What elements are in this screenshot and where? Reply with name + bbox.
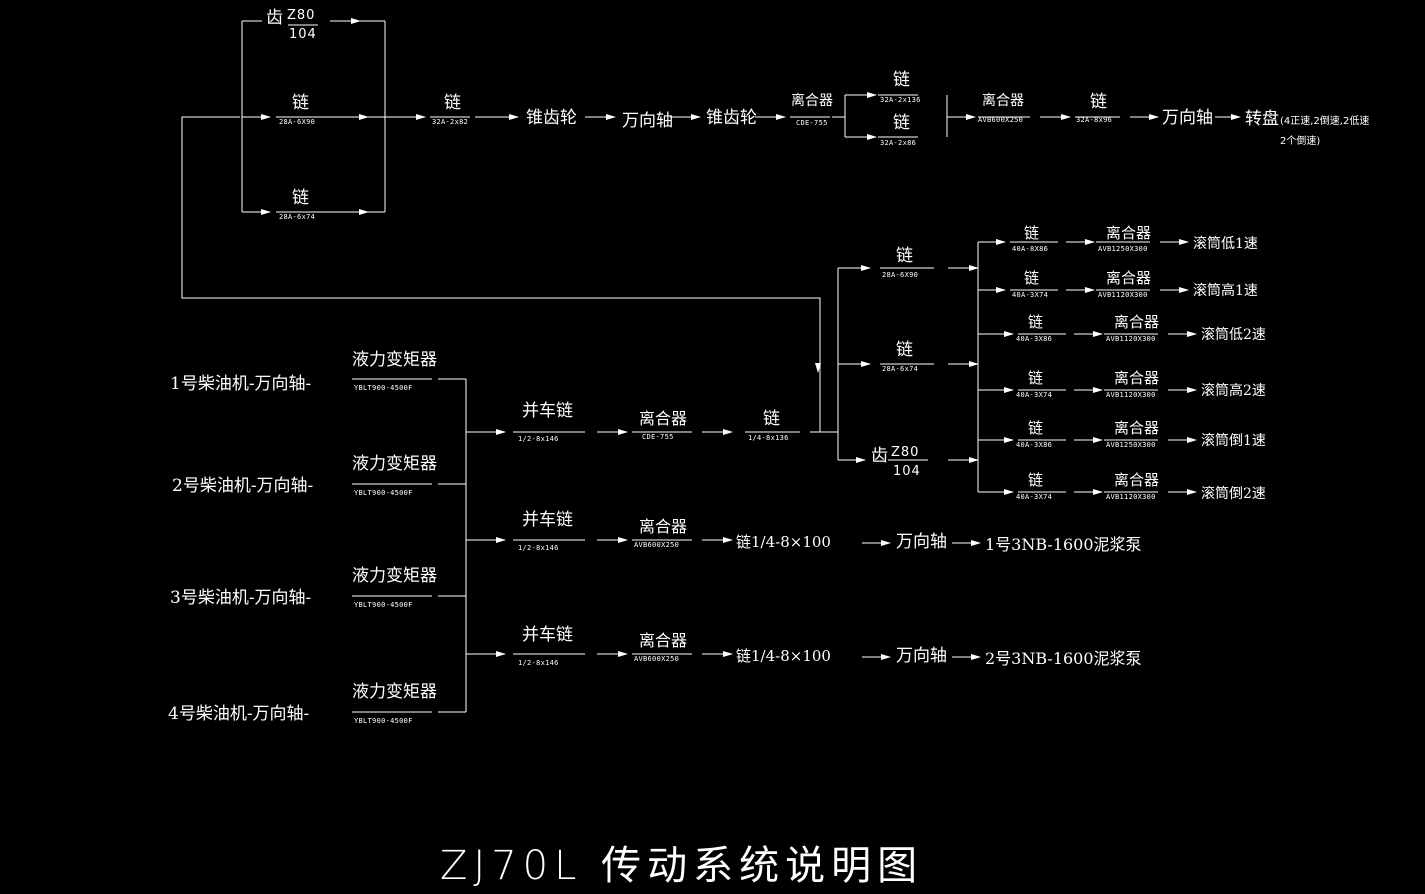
clutch-spec: AVB600X250 — [978, 116, 1024, 124]
clutch-label: 离合器 — [1114, 419, 1160, 437]
rotary-table-note: 2个倒速) — [1280, 136, 1321, 147]
chain-spec: 40A-3X86 — [1016, 335, 1053, 343]
drum-speed-label: 滚筒高2速 — [1201, 383, 1266, 399]
chain-spec: 28A-6x74 — [279, 213, 316, 221]
drum-speed-label: 滚筒低1速 — [1193, 236, 1258, 252]
chain-label: 链 — [893, 113, 910, 133]
chain-label: 链1/4-8×100 — [736, 647, 831, 665]
chain-label: 链 — [896, 246, 913, 266]
gear-numerator: Z80 — [287, 8, 316, 23]
chain-label: 链 — [1028, 369, 1044, 387]
drum-speed-label: 滚筒低2速 — [1201, 327, 1266, 343]
chain-label: 链 — [1024, 269, 1040, 287]
torque-converter-label: 液力变矩器 — [352, 454, 437, 474]
clutch-spec: AVB1120X300 — [1098, 291, 1148, 299]
clutch-label: 离合器 — [639, 409, 688, 428]
gear-label: 齿 — [266, 8, 283, 28]
chain-spec: 1/4-8x136 — [748, 434, 789, 442]
chain-spec: 40A-3X74 — [1016, 391, 1053, 399]
engine-4-label: 4号柴油机-万向轴- — [168, 704, 310, 724]
gear-denominator: 104 — [893, 464, 921, 479]
compound-chain-label: 并车链 — [522, 510, 573, 530]
gear-numerator: Z80 — [891, 445, 920, 460]
chain-label: 链 — [893, 70, 910, 90]
clutch-label: 离合器 — [791, 93, 833, 109]
compound-chain-label: 并车链 — [522, 625, 573, 645]
torque-converter-label: 液力变矩器 — [352, 350, 437, 370]
compound-chain-spec: 1/2-8x146 — [518, 544, 559, 552]
chain-label: 链 — [763, 409, 780, 429]
bevel-gear-label: 锥齿轮 — [526, 108, 577, 128]
bevel-gear-label: 锥齿轮 — [706, 108, 757, 128]
clutch-spec: CDE-755 — [796, 119, 828, 127]
rotary-table-note: (4正速,2倒速,2低速 — [1280, 116, 1370, 127]
chain-spec: 40A-3X86 — [1016, 441, 1053, 449]
torque-converter-spec: YBLT900-4500F — [354, 489, 413, 497]
drum-speed-label: 滚筒倒2速 — [1201, 486, 1266, 502]
chain-spec: 40A-3X74 — [1016, 493, 1053, 501]
drum-speed-label: 滚筒倒1速 — [1201, 433, 1266, 449]
chain-label: 链 — [444, 93, 461, 113]
clutch-label: 离合器 — [639, 517, 688, 536]
universal-shaft-label: 万向轴 — [896, 646, 947, 666]
torque-converter-spec: YBLT900-4500F — [354, 601, 413, 609]
chain-label: 链 — [1028, 313, 1044, 331]
torque-converter-label: 液力变矩器 — [352, 566, 437, 586]
chain-spec: 32A-8x96 — [1076, 116, 1113, 124]
universal-shaft-label: 万向轴 — [622, 111, 673, 131]
universal-shaft-label: 万向轴 — [896, 532, 947, 552]
chain-label: 链 — [292, 93, 309, 113]
diagram-title: ZJ70L 传动系统说明图 — [440, 843, 924, 889]
drum-speed-label: 滚筒高1速 — [1193, 283, 1258, 299]
torque-converter-label: 液力变矩器 — [352, 682, 437, 702]
torque-converter-spec: YBLT900-4500F — [354, 717, 413, 725]
clutch-label: 离合器 — [1114, 471, 1160, 489]
clutch-spec: AVB1250X300 — [1106, 441, 1156, 449]
chain-label: 链 — [1090, 92, 1107, 112]
chain-label: 链1/4-8×100 — [736, 533, 831, 551]
universal-shaft-label: 万向轴 — [1162, 108, 1213, 128]
chain-label: 链 — [1024, 224, 1040, 242]
clutch-label: 离合器 — [639, 631, 688, 650]
chain-label: 链 — [292, 188, 309, 208]
chain-spec: 40A-3X74 — [1012, 291, 1049, 299]
compound-chain-spec: 1/2-8x146 — [518, 435, 559, 443]
clutch-spec: AVB600X250 — [634, 541, 680, 549]
feed-line — [181, 116, 821, 432]
clutch-label: 离合器 — [1106, 269, 1152, 287]
chain-spec: 28A-6X90 — [882, 271, 919, 279]
torque-converter-spec: YBLT900-4500F — [354, 384, 413, 392]
chain-label: 链 — [1028, 419, 1044, 437]
clutch-spec: AVB1120X300 — [1106, 493, 1156, 501]
clutch-label: 离合器 — [1114, 369, 1160, 387]
chain-label: 链 — [896, 340, 913, 360]
engine-3-label: 3号柴油机-万向轴- — [170, 588, 312, 608]
gear-label: 齿 — [871, 446, 888, 466]
chain-spec: 32A-2x82 — [432, 118, 469, 126]
chain-spec: 32A-2x86 — [880, 139, 917, 147]
clutch-spec: AVB1250X300 — [1098, 245, 1148, 253]
engine-1-label: 1号柴油机-万向轴- — [170, 374, 312, 394]
chain-spec: 32A-2x136 — [880, 96, 921, 104]
chain-spec: 28A-6x74 — [882, 365, 919, 373]
clutch-label: 离合器 — [1106, 224, 1152, 242]
compound-chain-label: 并车链 — [522, 401, 573, 421]
clutch-label: 离合器 — [982, 93, 1024, 109]
rotary-table-label: 转盘 — [1245, 109, 1279, 129]
clutch-spec: AVB1120X300 — [1106, 335, 1156, 343]
engine-2-label: 2号柴油机-万向轴- — [172, 476, 314, 496]
clutch-spec: AVB600X250 — [634, 655, 680, 663]
chain-spec: 40A-8X86 — [1012, 245, 1049, 253]
gear-denominator: 104 — [289, 27, 317, 42]
compound-chain-spec: 1/2-8x146 — [518, 659, 559, 667]
chain-label: 链 — [1028, 471, 1044, 489]
clutch-spec: CDE-755 — [642, 433, 674, 441]
clutch-spec: AVB1120X300 — [1106, 391, 1156, 399]
chain-spec: 28A-6X90 — [279, 118, 316, 126]
mud-pump-1-label: 1号3NB-1600泥浆泵 — [985, 535, 1142, 554]
clutch-label: 离合器 — [1114, 313, 1160, 331]
mud-pump-2-label: 2号3NB-1600泥浆泵 — [985, 649, 1142, 668]
